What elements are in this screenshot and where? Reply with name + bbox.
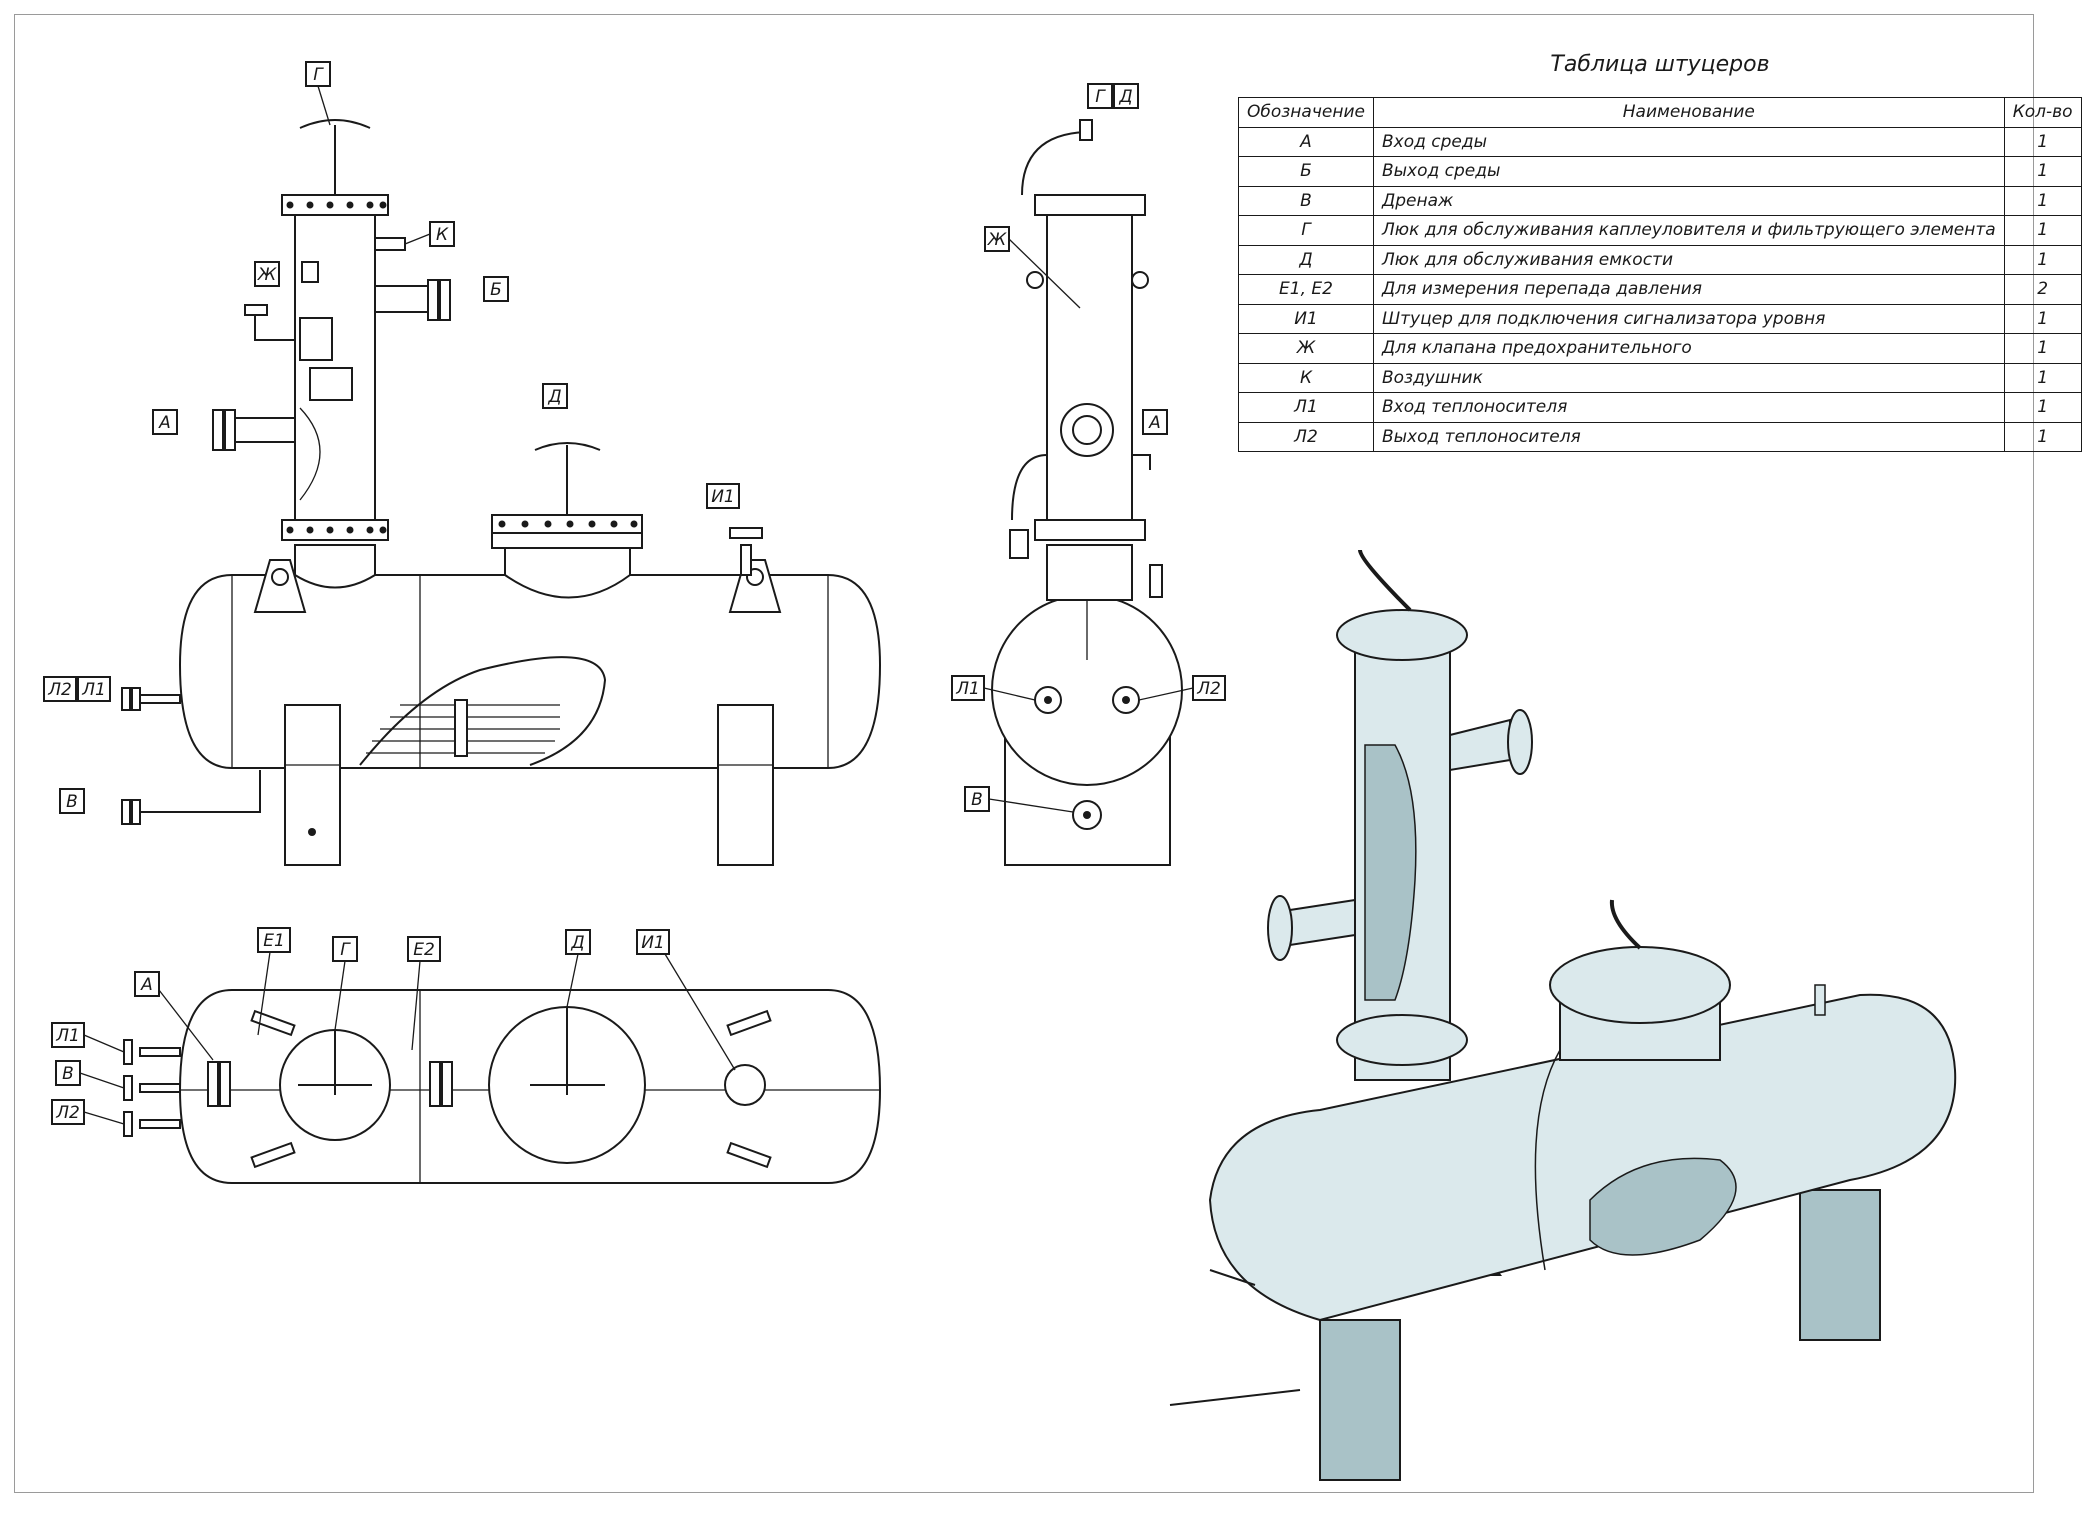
label-front-g: Г xyxy=(313,65,324,85)
header-qty: Кол-во xyxy=(2003,97,2082,128)
label-top-e1: Е1 xyxy=(263,931,285,951)
row-code: Г xyxy=(1238,215,1374,246)
label-side-g: Г xyxy=(1095,87,1106,107)
row-qty: 1 xyxy=(2003,421,2082,452)
label-top-g: Г xyxy=(340,940,351,960)
row-qty: 1 xyxy=(2003,215,2082,246)
isometric-view xyxy=(1169,549,1957,1481)
row-code: Л2 xyxy=(1238,421,1374,452)
row-name: Вход теплоносителя xyxy=(1372,392,2005,423)
row-name: Дренаж xyxy=(1372,185,2005,216)
row-name: Люк для обслуживания каплеуловителя и фи… xyxy=(1372,215,2005,246)
label-top-i1: И1 xyxy=(641,933,665,953)
label-side-v: В xyxy=(971,790,983,810)
table-header-row: Обозначение Наименование Кол-во xyxy=(1238,97,2082,128)
table-title: Таблица штуцеров xyxy=(1550,52,1770,77)
label-front-a: А xyxy=(158,413,171,433)
label-front-l2: Л2 xyxy=(47,680,72,700)
label-front-k: К xyxy=(436,225,449,245)
label-front-zh: Ж xyxy=(257,265,277,285)
label-front-b: Б xyxy=(490,280,502,300)
row-name: Для измерения перепада давления xyxy=(1372,274,2005,305)
top-view xyxy=(123,989,882,1184)
label-top-l1: Л1 xyxy=(55,1026,80,1046)
row-code: Д xyxy=(1238,244,1374,275)
side-view xyxy=(991,119,1183,866)
label-front-i1: И1 xyxy=(711,487,735,507)
label-top-a: А xyxy=(140,975,153,995)
label-top-d: Д xyxy=(570,933,584,953)
row-code: Л1 xyxy=(1238,392,1374,423)
label-side-d: Д xyxy=(1118,87,1132,107)
row-name: Выход среды xyxy=(1372,156,2005,187)
header-code: Обозначение xyxy=(1238,97,1374,128)
row-name: Воздушник xyxy=(1372,362,2005,393)
label-top-l2: Л2 xyxy=(55,1103,80,1123)
row-name: Штуцер для подключения сигнализатора уро… xyxy=(1372,303,2005,334)
label-tags: Г К Ж Б А Д И1 Л2 Л1 В Г Д Ж А Л1 Л2 В Е… xyxy=(43,61,1226,1125)
row-code: Б xyxy=(1238,156,1374,187)
row-code: Е1, Е2 xyxy=(1238,274,1374,305)
label-top-e2: Е2 xyxy=(413,940,435,960)
row-code: И1 xyxy=(1238,303,1374,334)
label-side-zh: Ж xyxy=(987,230,1007,250)
drawing-frame xyxy=(14,14,2034,1493)
row-qty: 1 xyxy=(2003,185,2082,216)
row-qty: 1 xyxy=(2003,244,2082,275)
front-view xyxy=(121,119,882,866)
row-name: Вход среды xyxy=(1372,126,2005,157)
row-name: Выход теплоносителя xyxy=(1372,421,2005,452)
row-qty: 1 xyxy=(2003,156,2082,187)
label-front-d: Д xyxy=(547,387,561,407)
label-side-l2: Л2 xyxy=(1196,679,1221,699)
label-side-a: А xyxy=(1148,413,1161,433)
row-qty: 1 xyxy=(2003,333,2082,364)
label-front-l1: Л1 xyxy=(81,680,106,700)
header-name: Наименование xyxy=(1372,97,2005,128)
row-qty: 1 xyxy=(2003,126,2082,157)
row-qty: 1 xyxy=(2003,303,2082,334)
row-qty: 2 xyxy=(2003,274,2082,305)
label-top-v: В xyxy=(62,1064,74,1084)
label-front-v: В xyxy=(66,792,78,812)
label-side-l1: Л1 xyxy=(955,679,980,699)
row-code: К xyxy=(1238,362,1374,393)
row-name: Люк для обслуживания емкости xyxy=(1372,244,2005,275)
